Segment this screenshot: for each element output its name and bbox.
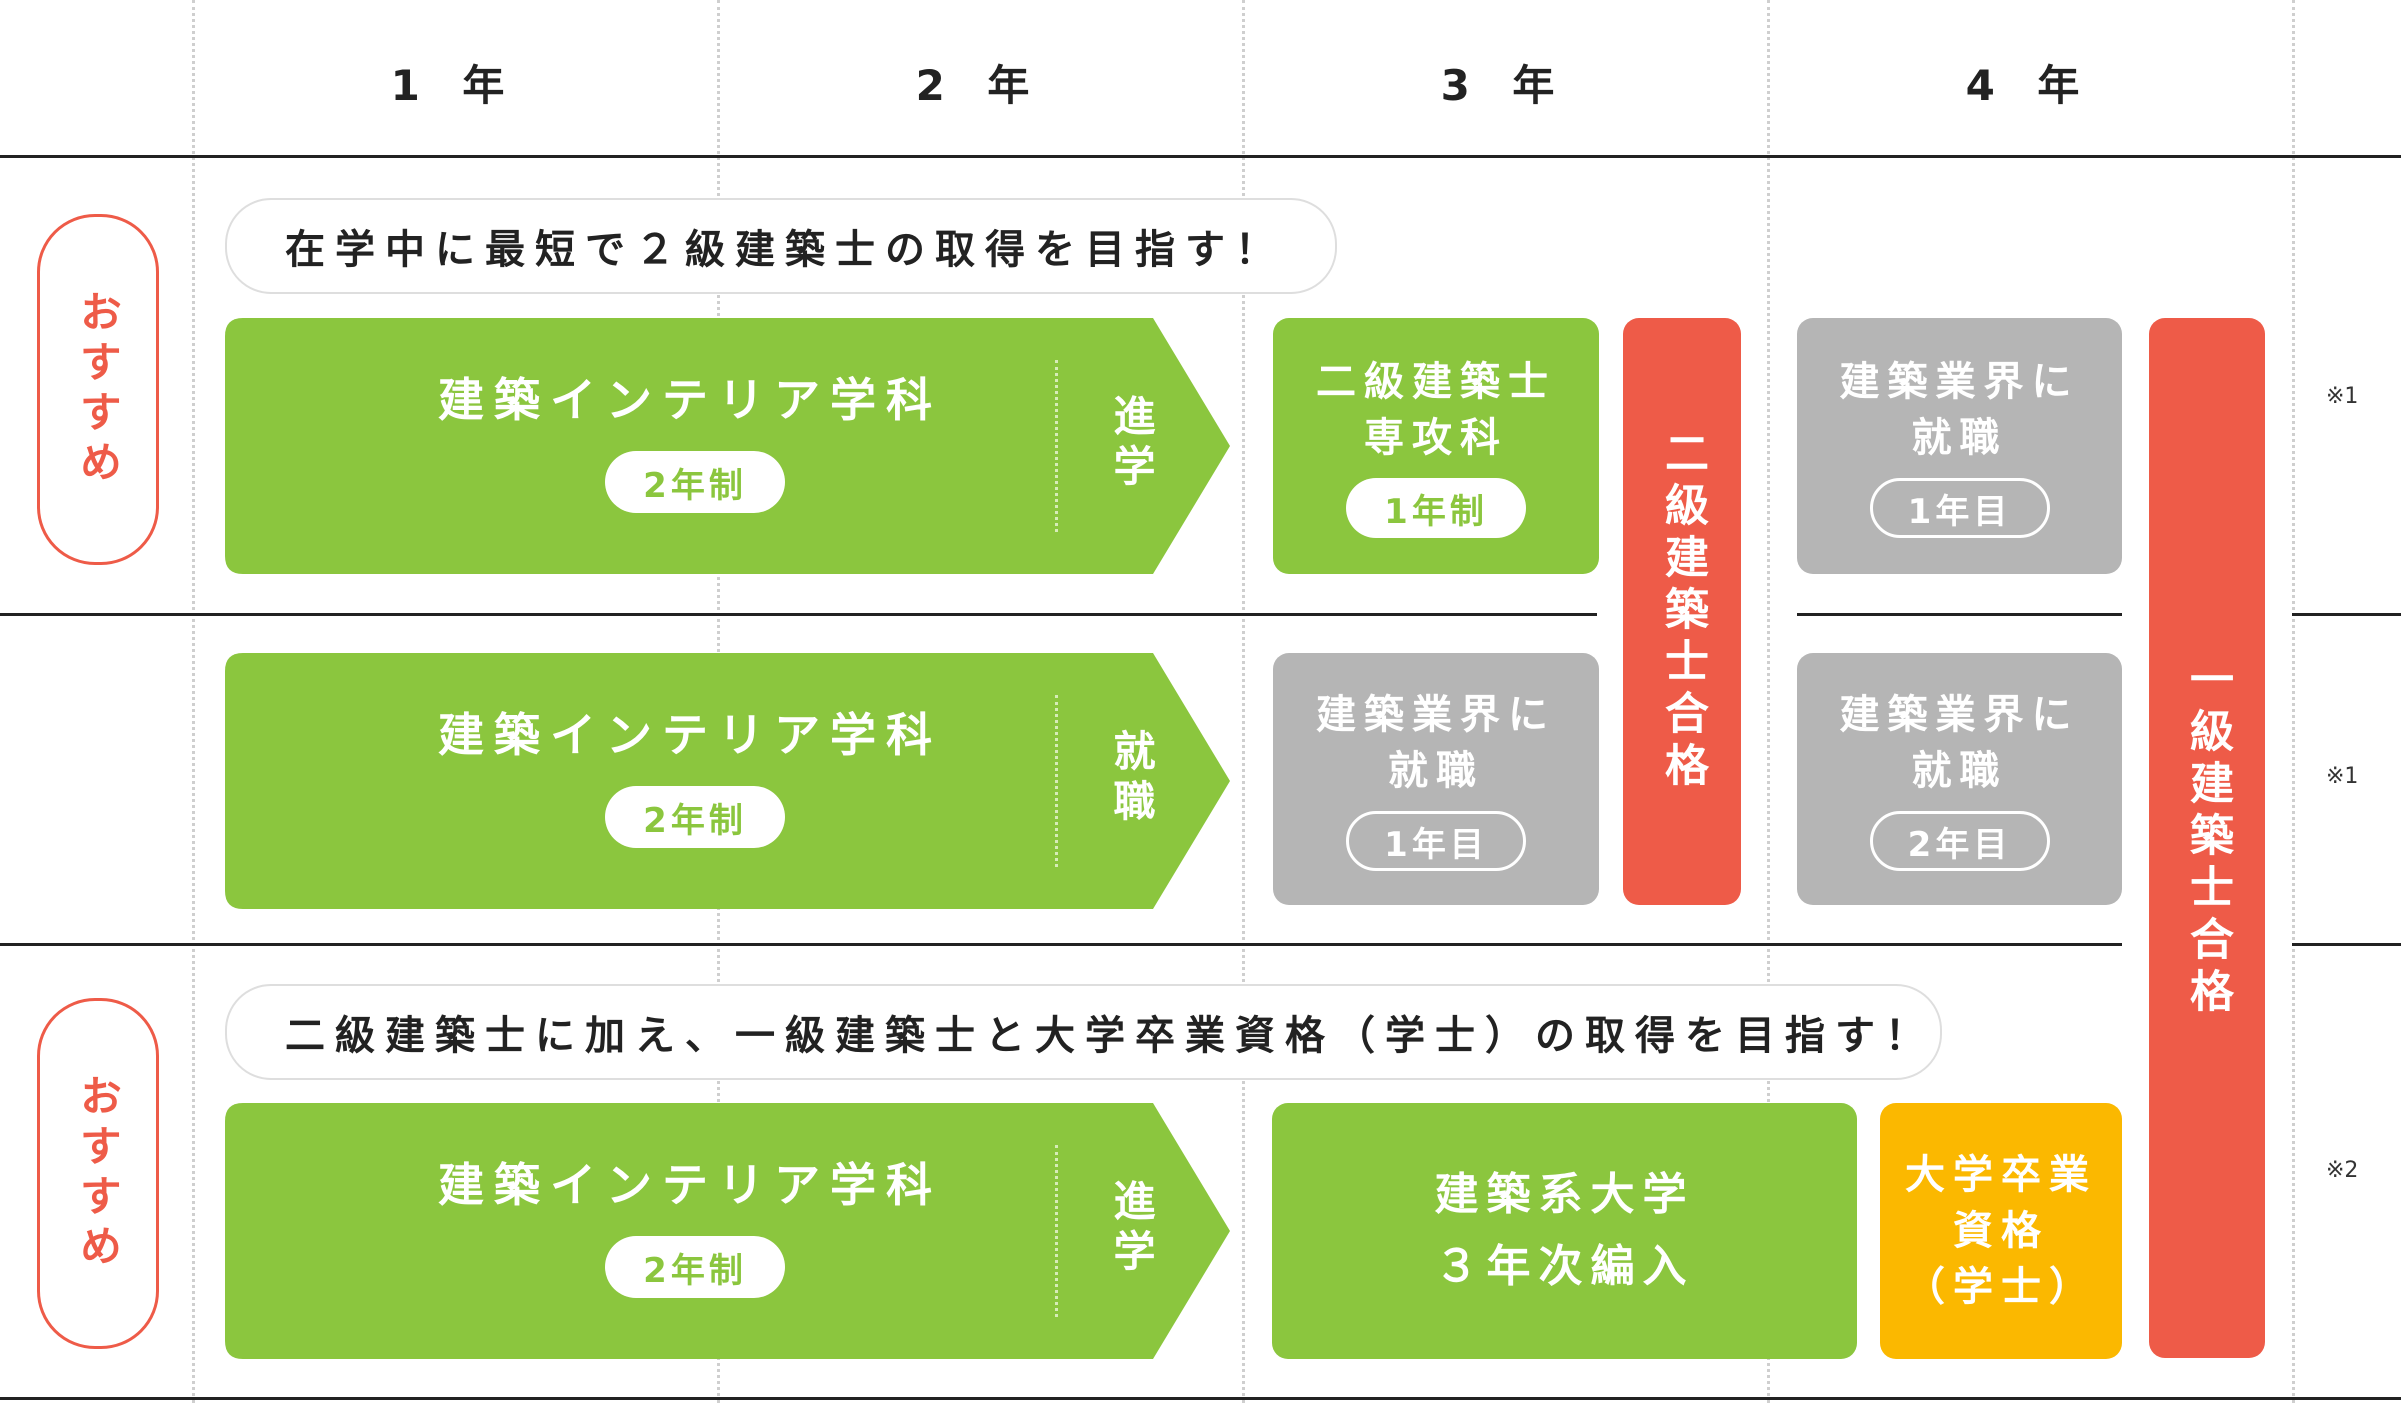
course-title: 建築インテリア学科 — [438, 1158, 942, 1212]
box-line: 就職 — [1388, 748, 1484, 794]
university-box: 建築系大学 ３年次編入 — [1272, 1103, 1857, 1359]
arrow-divider — [1055, 360, 1058, 532]
box-line: （学士） — [1905, 1264, 2097, 1310]
box-line: 二級建築士 — [1316, 359, 1556, 405]
box-line: ３年次編入 — [1434, 1241, 1695, 1292]
duration-badge: 1年制 — [1346, 478, 1526, 538]
arrow-shape — [225, 1103, 1230, 1359]
employment-box: 建築業界に 就職 1年目 — [1273, 653, 1599, 905]
box-line: 就職 — [1911, 415, 2008, 461]
duration-badge: 2年制 — [605, 451, 785, 513]
box-line: 建築業界に — [1839, 359, 2080, 405]
year-1-header: 1 年 — [390, 60, 519, 110]
year-3-header: 3 年 — [1440, 60, 1569, 110]
path-label: 就職 — [1107, 729, 1156, 829]
year-count-badge: 1年目 — [1869, 478, 2050, 538]
employment-box: 建築業界に 就職 1年目 — [1797, 318, 2122, 574]
grid-divider — [2292, 0, 2295, 1403]
bottom-rule — [0, 1397, 2401, 1400]
year-count-badge: 2年目 — [1869, 811, 2050, 871]
row-divider — [0, 613, 1597, 616]
degree-box: 大学卒業 資格 （学士） — [1880, 1103, 2122, 1359]
duration-badge: 2年制 — [605, 786, 785, 848]
box-line: 建築系大学 — [1434, 1169, 1695, 1220]
first-class-pass-box: 一級建築士合格 — [2149, 318, 2265, 1358]
row-divider — [2292, 613, 2401, 616]
employment-box: 建築業界に 就職 2年目 — [1797, 653, 2122, 905]
pass-label: 二級建築士合格 — [1657, 429, 1708, 794]
grid-divider — [1242, 0, 1245, 1403]
box-line: 大学卒業 — [1905, 1152, 2097, 1198]
box-line: 建築業界に — [1839, 692, 2080, 738]
arrow-shape — [225, 653, 1230, 909]
course-title: 建築インテリア学科 — [438, 373, 942, 427]
box-line: 就職 — [1911, 748, 2008, 794]
footnote-mark: ※1 — [2326, 384, 2359, 409]
course-arrow: 建築インテリア学科 2年制 就職 — [225, 653, 1230, 909]
senkoka-box: 二級建築士 専攻科 1年制 — [1273, 318, 1599, 574]
footnote-mark: ※1 — [2326, 764, 2359, 789]
box-line: 専攻科 — [1364, 415, 1508, 461]
box-line: 建築業界に — [1316, 692, 1556, 738]
arrow-divider — [1055, 1145, 1058, 1317]
box-line: 資格 — [1953, 1208, 2049, 1254]
grid-divider — [1767, 0, 1770, 1403]
row-divider — [1797, 613, 2122, 616]
course-arrow: 建築インテリア学科 2年制 進学 — [225, 1103, 1230, 1359]
grid-divider — [192, 0, 195, 1403]
duration-badge: 2年制 — [605, 1236, 785, 1298]
path-label: 進学 — [1107, 1179, 1156, 1279]
year-count-badge: 1年目 — [1346, 811, 1526, 871]
arrow-shape — [225, 318, 1230, 574]
pass-label: 一級建築士合格 — [2182, 656, 2233, 1020]
second-class-pass-box: 二級建築士合格 — [1623, 318, 1741, 905]
recommend-badge: おすすめ — [37, 998, 159, 1349]
goal-banner-bottom: 二級建築士に加え、一級建築士と大学卒業資格（学士）の取得を目指す！ — [225, 984, 1942, 1080]
footnote-mark: ※2 — [2326, 1158, 2359, 1183]
path-label: 進学 — [1107, 394, 1156, 494]
row-divider — [0, 943, 2122, 946]
course-arrow: 建築インテリア学科 2年制 進学 — [225, 318, 1230, 574]
arrow-divider — [1055, 695, 1058, 867]
year-2-header: 2 年 — [915, 60, 1044, 110]
header-rule — [0, 155, 2401, 158]
course-title: 建築インテリア学科 — [438, 708, 942, 762]
goal-banner-top: 在学中に最短で２級建築士の取得を目指す！ — [225, 198, 1337, 294]
row-divider — [2292, 943, 2401, 946]
recommend-badge: おすすめ — [37, 214, 159, 565]
year-4-header: 4 年 — [1965, 60, 2094, 110]
